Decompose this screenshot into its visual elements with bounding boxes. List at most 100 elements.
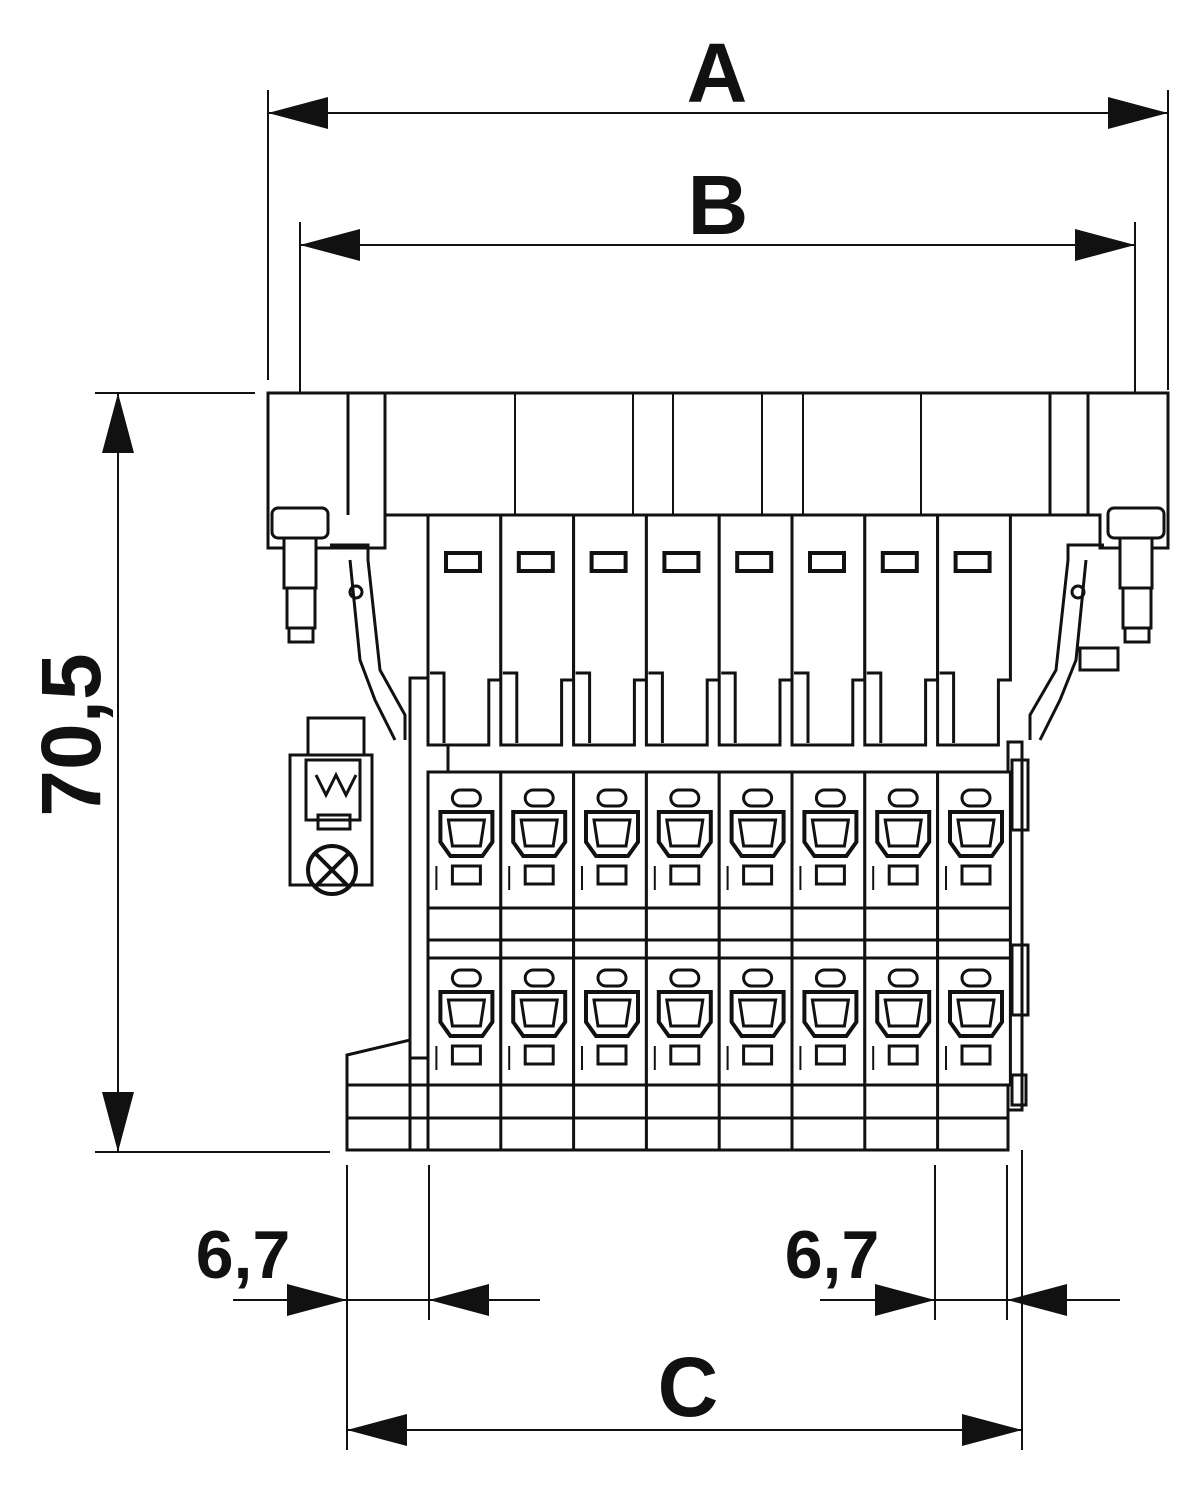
test-point — [742, 864, 774, 886]
module-7 — [863, 513, 940, 1150]
plug-step — [939, 671, 956, 743]
release-slot — [450, 788, 482, 808]
arrow-height-bottom — [102, 1092, 134, 1152]
clamp-opening — [656, 810, 713, 858]
terminal-bottom-2 — [508, 968, 568, 1070]
module-3 — [572, 513, 648, 1150]
modules — [426, 513, 1012, 1150]
module-5 — [717, 513, 794, 1150]
marker-window — [589, 551, 628, 573]
test-point — [523, 864, 555, 886]
release-slot — [450, 968, 482, 988]
module-2 — [499, 513, 576, 1150]
plug-body — [936, 513, 1012, 747]
module-4 — [644, 513, 721, 1150]
clamp-spring — [810, 818, 851, 848]
label-pitch-left: 6,7 — [196, 1217, 291, 1293]
marker-window — [953, 551, 992, 573]
plug-body — [644, 513, 721, 747]
plug-body — [499, 513, 576, 747]
terminal-top-3 — [581, 788, 640, 890]
arrow-a-left — [268, 97, 328, 129]
release-slot — [669, 788, 701, 808]
test-point — [814, 1044, 846, 1066]
test-point — [887, 1044, 919, 1066]
arrow-pitch-right-a — [875, 1284, 935, 1316]
terminal-bottom-4 — [653, 968, 713, 1070]
terminal-bottom-3 — [581, 968, 640, 1070]
label-c: C — [658, 1340, 719, 1434]
clamp-spring — [592, 998, 632, 1028]
test-point — [814, 864, 846, 886]
terminal-top-8 — [945, 788, 1004, 890]
marker-window — [516, 551, 555, 573]
terminal-top-4 — [653, 788, 713, 890]
dimension-height: 70,5 — [24, 392, 330, 1153]
marker-window — [808, 551, 846, 573]
clamp-opening — [511, 990, 568, 1038]
release-slot — [960, 968, 992, 988]
clamp-opening — [511, 810, 568, 858]
earth-clamp — [288, 716, 374, 896]
clamp-spring — [737, 998, 778, 1028]
clamp-opening — [438, 990, 495, 1038]
test-point — [596, 1044, 628, 1066]
marker-window — [880, 551, 919, 573]
test-point — [523, 1044, 555, 1066]
plug-step — [648, 671, 664, 743]
test-point — [450, 864, 482, 886]
left-screw — [270, 506, 330, 644]
dimension-b: B — [299, 158, 1136, 560]
plug-body — [717, 513, 794, 747]
plug-body — [863, 513, 940, 747]
plug-step — [866, 671, 883, 743]
test-point — [960, 864, 992, 886]
test-point — [669, 864, 701, 886]
clamp-opening — [802, 810, 859, 858]
release-slot — [596, 968, 628, 988]
earth-screw-icon — [306, 844, 358, 896]
clamp-spring — [446, 818, 487, 848]
test-point — [742, 1044, 774, 1066]
clamp-spring — [665, 998, 705, 1028]
marker-window — [662, 551, 701, 573]
clamp-opening — [656, 990, 713, 1038]
release-slot — [742, 968, 774, 988]
clamp-opening — [438, 810, 495, 858]
terminal-bottom-8 — [945, 968, 1004, 1070]
clamp-spring — [810, 998, 851, 1028]
terminal-top-1 — [435, 788, 495, 890]
release-slot — [814, 788, 846, 808]
release-slot — [669, 968, 701, 988]
clamp-spring — [883, 998, 923, 1028]
dimension-c: C — [347, 1340, 1022, 1446]
test-point — [887, 864, 919, 886]
plug-body — [572, 513, 648, 747]
clamp-opening — [729, 810, 786, 858]
dimension-pitch-right: 6,7 — [785, 1150, 1120, 1450]
module-1 — [426, 513, 503, 1150]
clamp-spring — [519, 998, 559, 1028]
right-screw — [1106, 506, 1166, 644]
release-slot — [887, 788, 919, 808]
arrow-c-right — [962, 1414, 1022, 1446]
release-slot — [523, 788, 555, 808]
test-point — [450, 1044, 482, 1066]
release-slot — [742, 788, 774, 808]
clamp-opening — [948, 810, 1004, 858]
clamp-opening — [584, 990, 640, 1038]
module-6 — [790, 513, 867, 1150]
clamp-spring — [883, 818, 923, 848]
clamp-spring — [737, 818, 778, 848]
housing — [266, 391, 1170, 1152]
release-slot — [814, 968, 846, 988]
arrow-pitch-left-a — [287, 1284, 347, 1316]
test-point — [669, 1044, 701, 1066]
arrow-pitch-left-b — [429, 1284, 489, 1316]
test-point — [960, 1044, 992, 1066]
clamp-opening — [584, 810, 640, 858]
marker-window — [444, 551, 482, 573]
plug-step — [502, 671, 519, 743]
release-slot — [960, 788, 992, 808]
label-height: 70,5 — [24, 653, 118, 817]
